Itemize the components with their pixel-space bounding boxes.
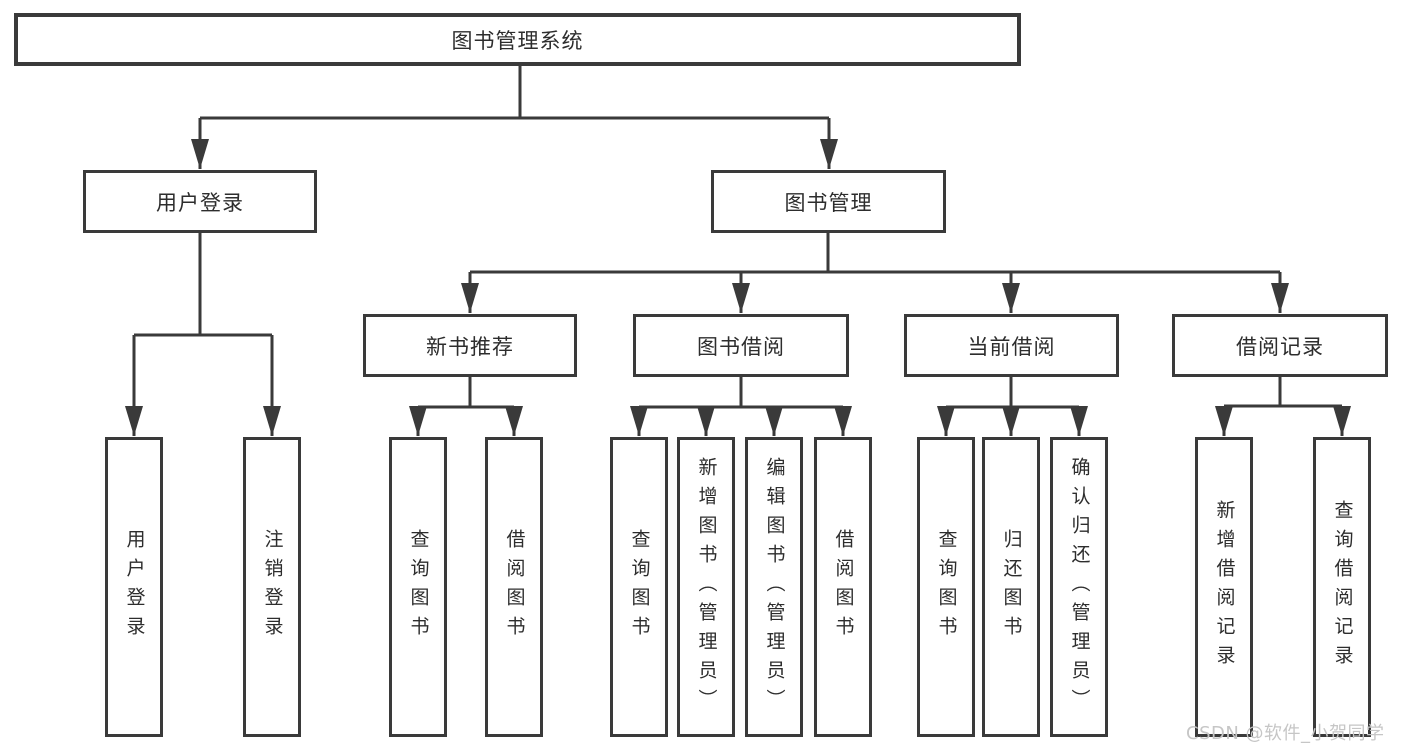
leaf-logout-label: 注销登录 <box>261 529 284 645</box>
leaf-return-books-label: 归还图书 <box>1000 529 1023 645</box>
node-user-login: 用户登录 <box>83 170 317 233</box>
node-user-login-label: 用户登录 <box>156 190 244 215</box>
node-new-book-recommend-label: 新书推荐 <box>426 334 514 359</box>
node-root-label: 图书管理系统 <box>451 28 584 53</box>
leaf-recommend-borrow-books-label: 借阅图书 <box>503 529 526 645</box>
leaf-borrow-books: 借阅图书 <box>814 437 872 737</box>
node-borrow-records-label: 借阅记录 <box>1236 334 1324 359</box>
leaf-borrow-books-label: 借阅图书 <box>832 529 855 645</box>
leaf-user-login-label: 用户登录 <box>123 529 146 645</box>
leaf-add-borrow-record-label: 新增借阅记录 <box>1213 500 1236 674</box>
node-root: 图书管理系统 <box>14 13 1021 66</box>
node-book-borrow: 图书借阅 <box>633 314 849 377</box>
leaf-logout: 注销登录 <box>243 437 301 737</box>
leaf-current-query-books: 查询图书 <box>917 437 975 737</box>
leaf-query-borrow-record: 查询借阅记录 <box>1313 437 1371 737</box>
node-book-management: 图书管理 <box>711 170 946 233</box>
leaf-borrow-query-books: 查询图书 <box>610 437 668 737</box>
node-book-management-label: 图书管理 <box>784 190 873 215</box>
leaf-borrow-query-books-label: 查询图书 <box>628 529 651 645</box>
leaf-current-query-books-label: 查询图书 <box>935 529 958 645</box>
leaf-add-borrow-record: 新增借阅记录 <box>1195 437 1253 737</box>
node-borrow-records: 借阅记录 <box>1172 314 1388 377</box>
leaf-add-books-admin: 新增图书（管理员） <box>677 437 735 737</box>
leaf-recommend-query-books: 查询图书 <box>389 437 447 737</box>
leaf-confirm-return-admin: 确认归还（管理员） <box>1050 437 1108 737</box>
leaf-add-books-admin-label: 新增图书（管理员） <box>695 456 718 718</box>
node-current-borrow: 当前借阅 <box>904 314 1119 377</box>
leaf-confirm-return-admin-label: 确认归还（管理员） <box>1068 456 1091 718</box>
leaf-user-login: 用户登录 <box>105 437 163 737</box>
node-book-borrow-label: 图书借阅 <box>697 334 785 359</box>
leaf-edit-books-admin: 编辑图书（管理员） <box>745 437 803 737</box>
leaf-edit-books-admin-label: 编辑图书（管理员） <box>763 456 786 718</box>
leaf-return-books: 归还图书 <box>982 437 1040 737</box>
leaf-query-borrow-record-label: 查询借阅记录 <box>1331 500 1354 674</box>
leaf-recommend-borrow-books: 借阅图书 <box>485 437 543 737</box>
node-current-borrow-label: 当前借阅 <box>967 334 1056 359</box>
leaf-recommend-query-books-label: 查询图书 <box>407 529 430 645</box>
csdn-watermark: CSDN @软件_小贺同学 <box>1186 723 1385 744</box>
node-new-book-recommend: 新书推荐 <box>363 314 577 377</box>
